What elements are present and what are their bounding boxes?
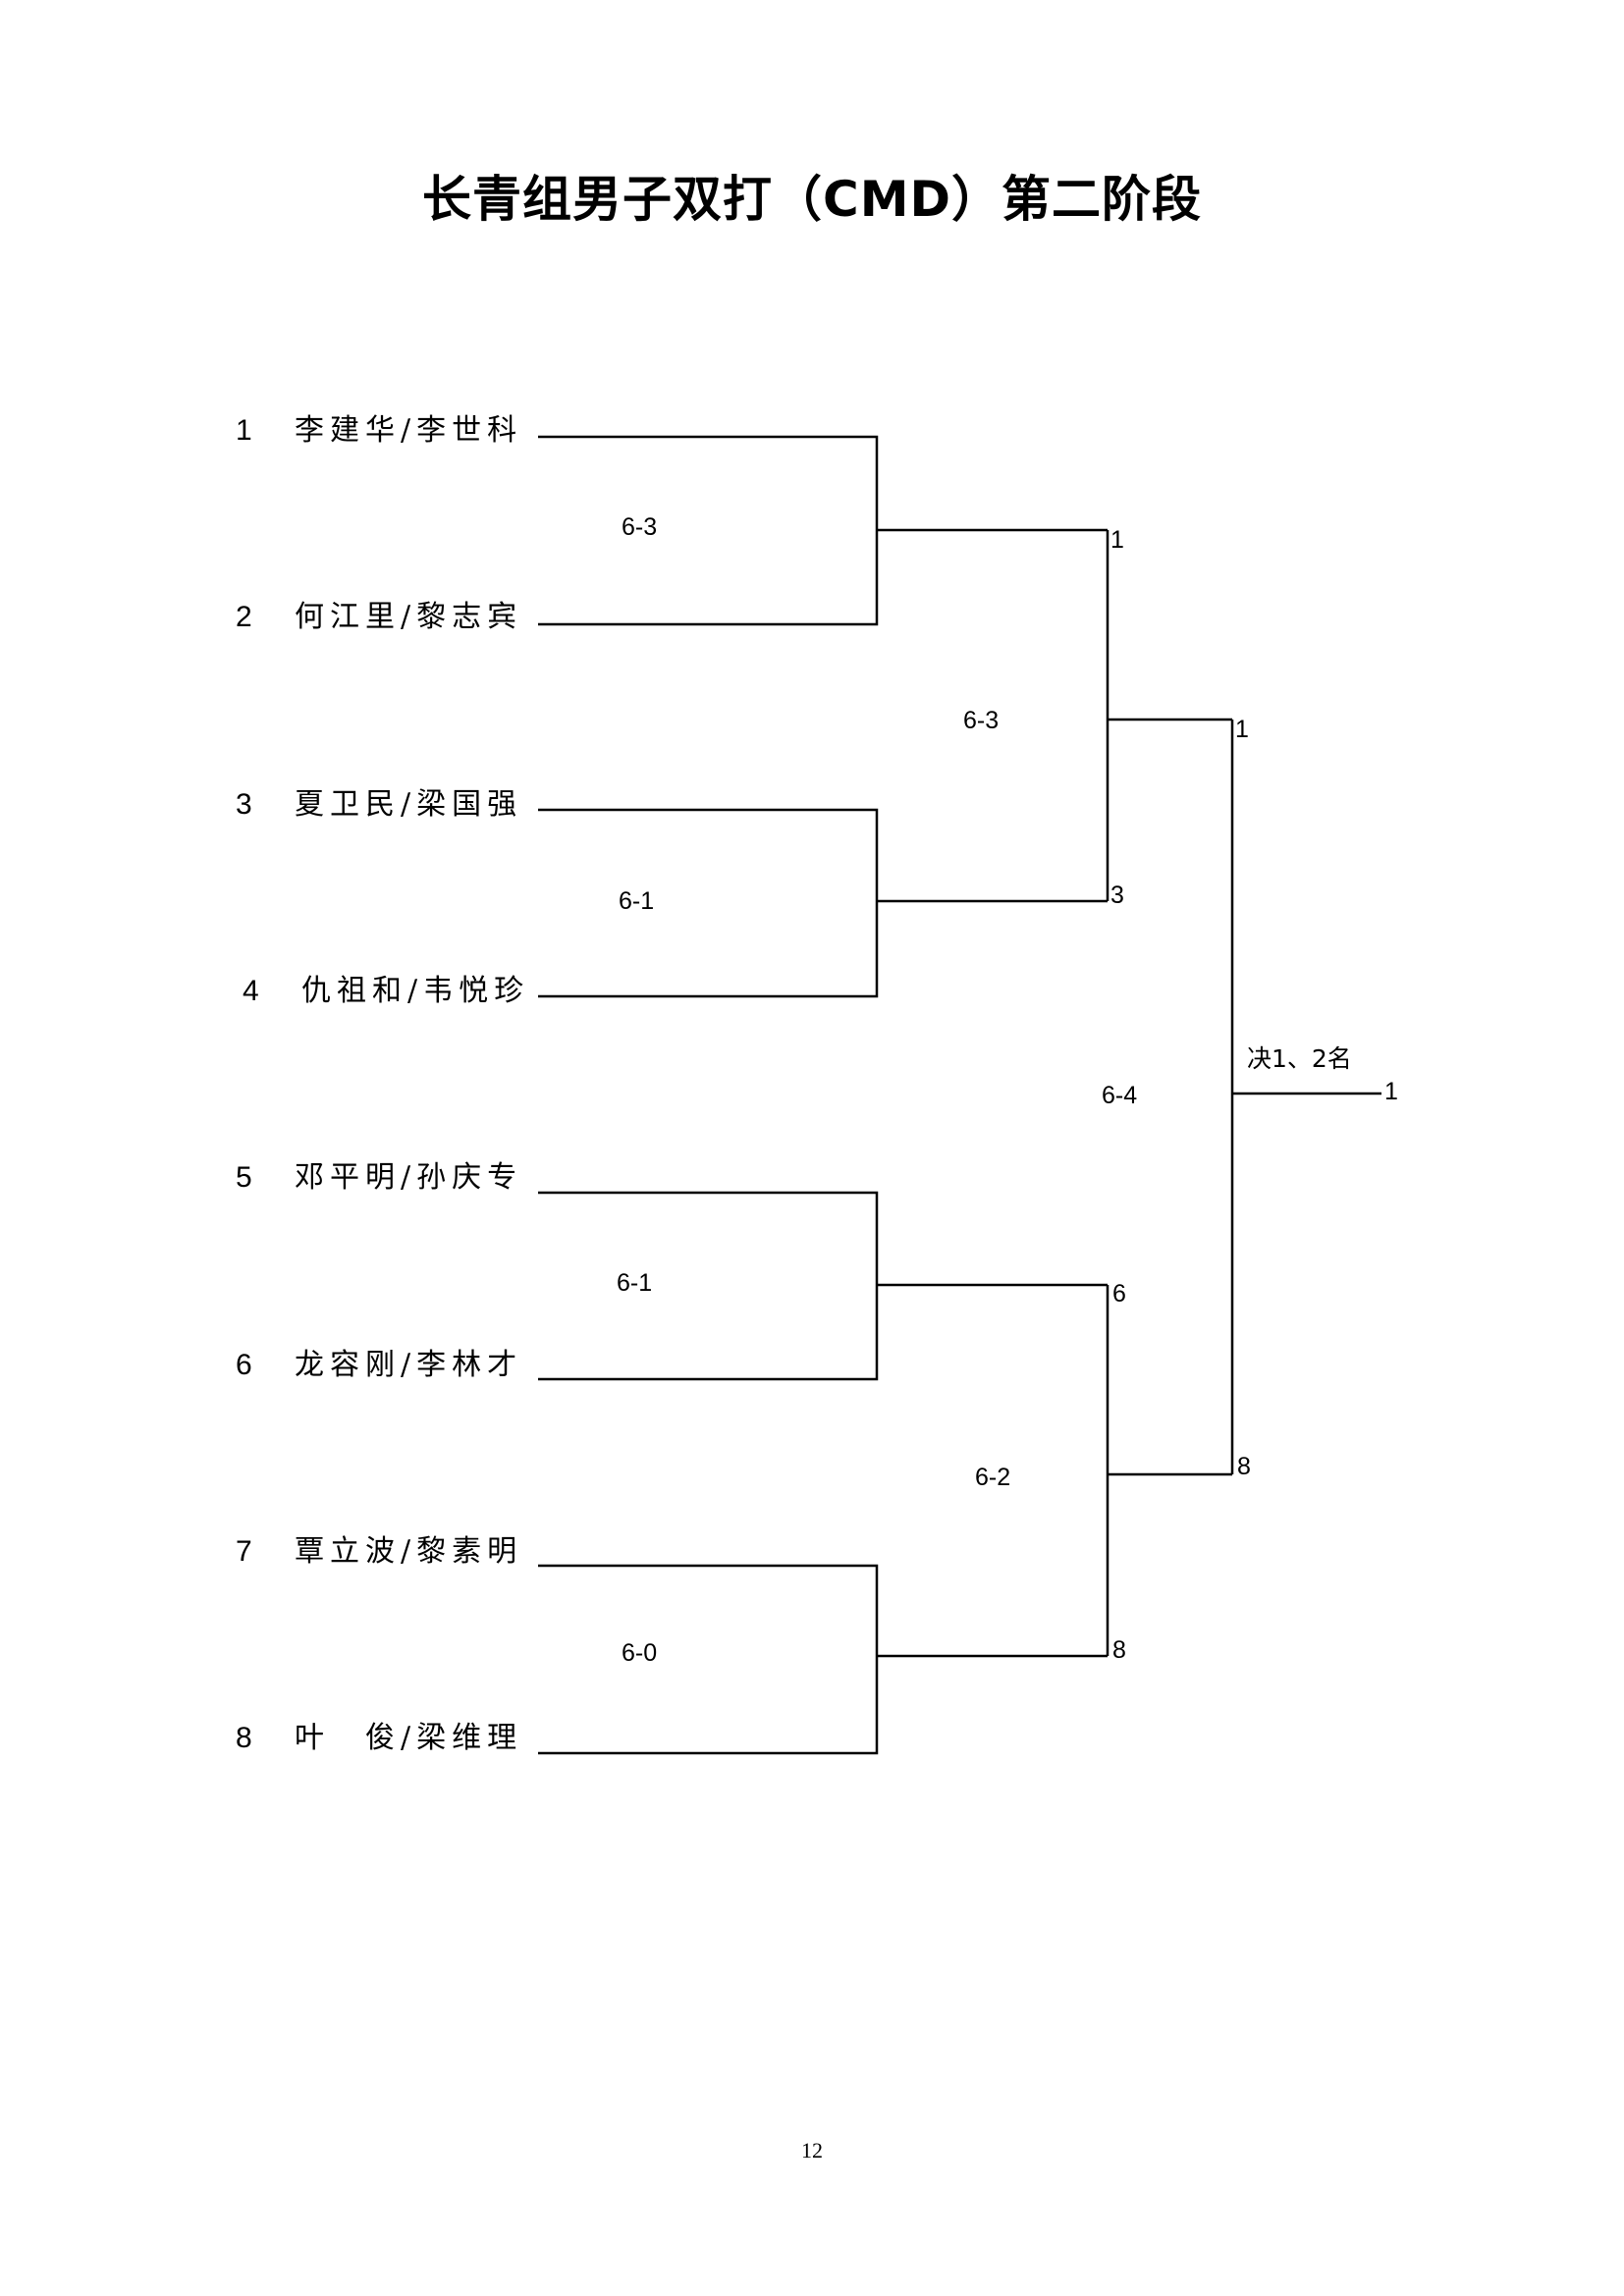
match-winner: 1 (1235, 716, 1249, 743)
seed-number: 6 (236, 1349, 252, 1381)
team-name: 仇祖和/韦悦珍 (301, 974, 530, 1008)
match-score: 6-3 (622, 513, 658, 541)
entry-4: 4 仇祖和/韦悦珍 (243, 967, 529, 1016)
seed-number: 1 (236, 414, 252, 447)
entry-1: 1 李建华/李世科 (236, 406, 522, 455)
seed-number: 3 (236, 788, 252, 821)
entry-7: 7 覃立波/黎素明 (236, 1527, 522, 1576)
match-score: 6-2 (975, 1464, 1011, 1491)
match-score: 6-0 (622, 1639, 658, 1667)
bracket-line (538, 808, 879, 998)
team-name: 夏卫民/梁国强 (295, 787, 523, 822)
match-winner: 3 (1110, 881, 1124, 909)
entry-2: 2 何江里/黎志宾 (236, 593, 522, 642)
final-score: 6-4 (1102, 1082, 1138, 1109)
team-name: 叶 俊/梁维理 (295, 1721, 523, 1755)
team-name: 覃立波/黎素明 (295, 1534, 523, 1569)
final-label: 决1、2名 (1247, 1044, 1352, 1073)
champion: 1 (1384, 1078, 1398, 1105)
page-number: 12 (801, 2138, 823, 2163)
seed-number: 4 (243, 975, 259, 1007)
team-name: 何江里/黎志宾 (295, 600, 523, 634)
entry-8: 8 叶 俊/梁维理 (236, 1714, 522, 1763)
entry-6: 6 龙容刚/李林才 (236, 1341, 522, 1390)
match-score: 6-1 (619, 887, 655, 915)
seed-number: 5 (236, 1161, 252, 1194)
seed-number: 7 (236, 1535, 252, 1568)
team-name: 李建华/李世科 (295, 413, 523, 448)
team-name: 邓平明/孙庆专 (295, 1160, 523, 1195)
bracket-line (538, 1191, 879, 1381)
entry-5: 5 邓平明/孙庆专 (236, 1153, 522, 1202)
bracket-line (538, 1564, 879, 1755)
seed-number: 8 (236, 1722, 252, 1754)
page-title: 长青组男子双打（CMD）第二阶段 (422, 171, 1202, 228)
team-name: 龙容刚/李林才 (295, 1348, 523, 1382)
match-winner: 8 (1237, 1453, 1251, 1480)
match-winner: 1 (1110, 526, 1124, 554)
match-winner: 8 (1112, 1636, 1126, 1664)
match-score: 6-3 (963, 707, 1000, 734)
match-score: 6-1 (617, 1269, 653, 1297)
seed-number: 2 (236, 601, 252, 633)
match-winner: 6 (1112, 1280, 1126, 1308)
entry-3: 3 夏卫民/梁国强 (236, 780, 522, 829)
bracket-line (538, 435, 879, 626)
